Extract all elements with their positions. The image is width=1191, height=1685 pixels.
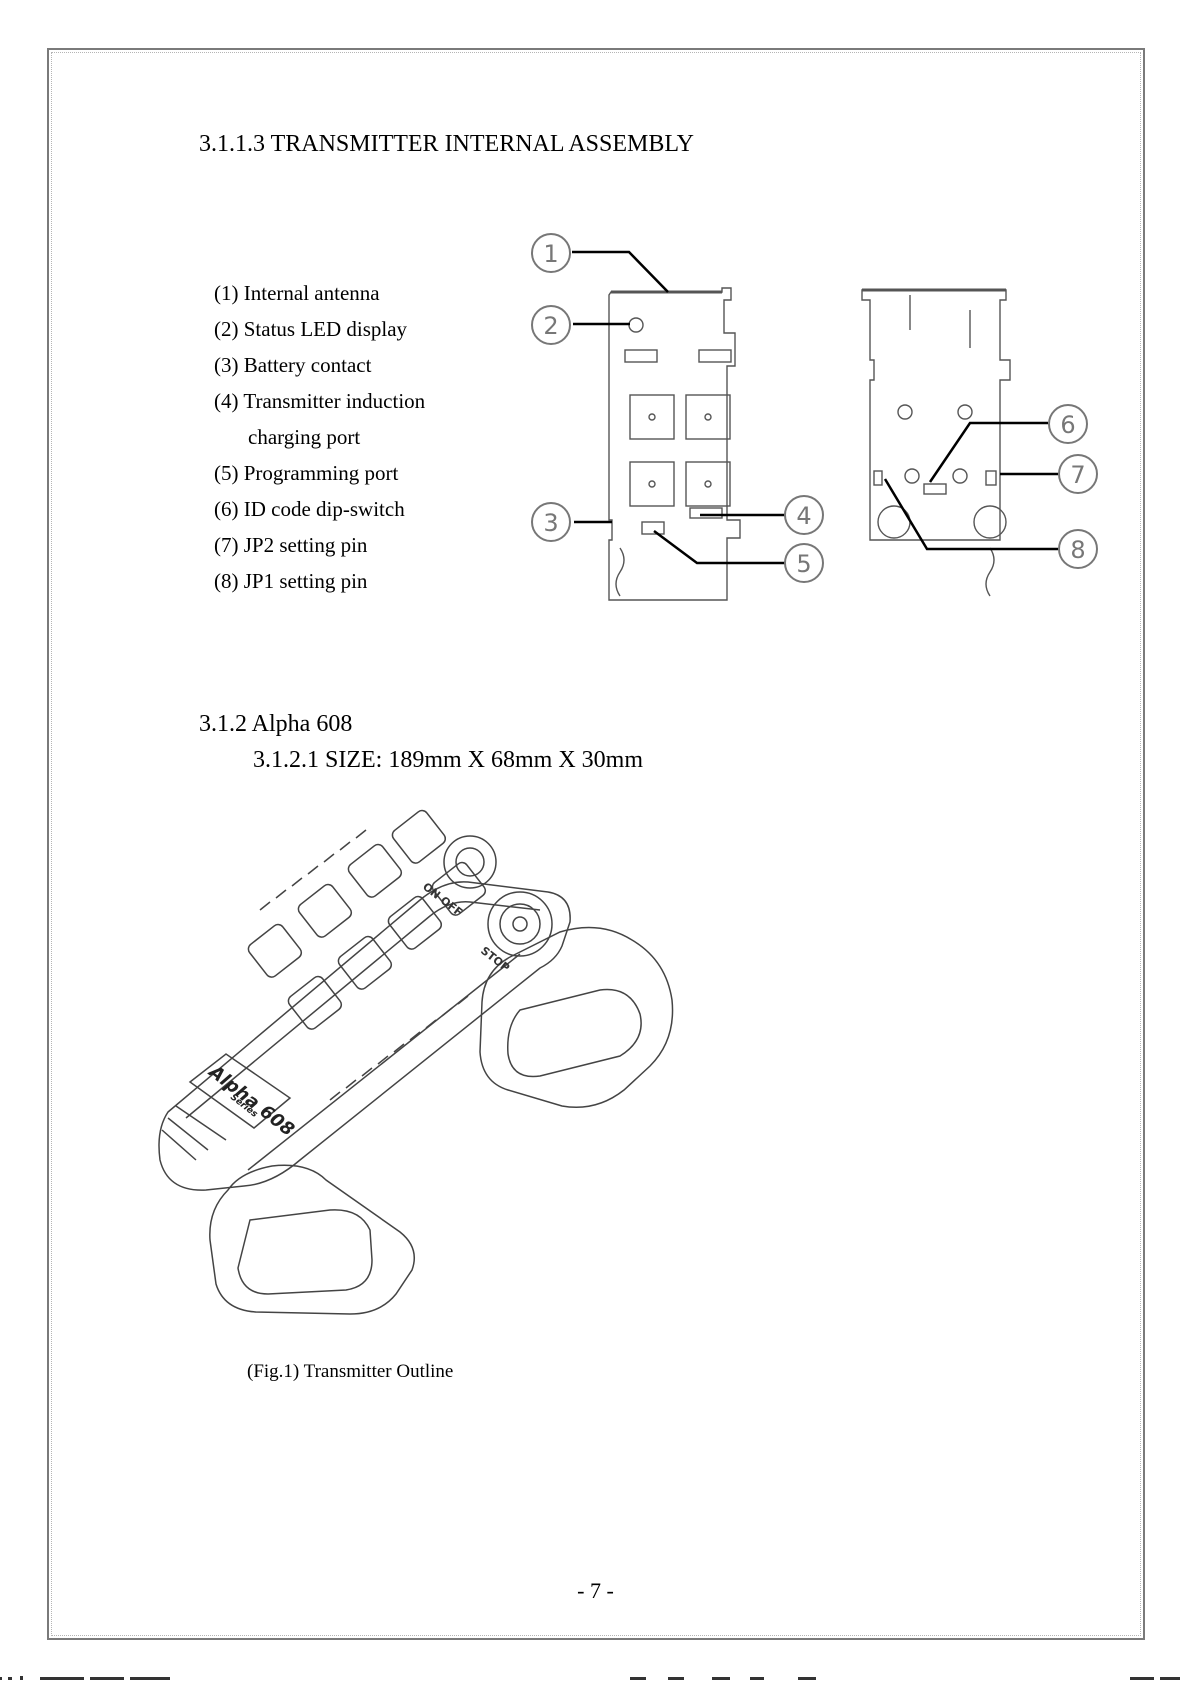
callout-number: 8 <box>1070 536 1085 564</box>
callout-8 <box>1058 529 1098 569</box>
callout-6 <box>1048 404 1088 444</box>
leader-line-8 <box>883 478 1058 551</box>
figure-caption: (Fig.1) Transmitter Outline <box>247 1361 454 1382</box>
legend-item: (3) Battery contact <box>214 353 372 377</box>
brand-plate <box>188 1053 292 1129</box>
legend-item: (7) JP2 setting pin <box>214 533 368 557</box>
callout-number: 1 <box>543 240 558 268</box>
leader-line-1 <box>572 250 669 293</box>
legend-item: (2) Status LED display <box>214 317 408 341</box>
size-spec: 3.1.2.1 SIZE: 189mm X 68mm X 30mm <box>253 747 643 773</box>
legend-item-continuation: charging port <box>248 425 361 449</box>
legend-item: (6) ID code dip-switch <box>214 497 405 521</box>
footer-scan-artifact <box>0 1676 1180 1680</box>
transmitter-body <box>158 881 571 1191</box>
callout-2 <box>531 305 571 345</box>
model-heading: 3.1.2 Alpha 608 <box>199 711 353 737</box>
legend-item: (4) Transmitter induction <box>214 389 426 413</box>
leader-line-6 <box>928 421 1048 483</box>
callout-4 <box>784 495 824 535</box>
callout-1 <box>531 233 571 273</box>
brand-label: Alpha 608 <box>203 1060 298 1140</box>
internal-assembly-diagram: 1 2 3 4 5 6 7 8 <box>531 233 1098 601</box>
front-circuit-board <box>608 287 741 601</box>
callout-number: 6 <box>1060 411 1075 439</box>
stop-label: STOP <box>478 944 512 974</box>
key-switch <box>443 835 497 889</box>
callout-5 <box>784 543 824 583</box>
back-circuit-board <box>861 289 1011 541</box>
callout-number: 3 <box>543 509 558 537</box>
transmitter-outline-drawing: ON OFF STOP Alpha 608 Series <box>158 809 674 1315</box>
page-border <box>47 48 1145 1640</box>
legend-item: (8) JP1 setting pin <box>214 569 368 593</box>
stop-knob <box>487 891 553 957</box>
belt-clip-bottom <box>209 1164 415 1315</box>
legend-item: (1) Internal antenna <box>214 281 380 305</box>
callout-7 <box>1058 454 1098 494</box>
callout-number: 2 <box>543 312 558 340</box>
callout-number: 7 <box>1070 461 1085 489</box>
belt-clip-right <box>479 926 674 1109</box>
leader-line-5 <box>653 529 785 565</box>
callout-3 <box>531 502 571 542</box>
callout-number: 4 <box>796 502 811 530</box>
page-number: - 7 - <box>577 1578 614 1603</box>
component-legend: (1) Internal antenna (2) Status LED disp… <box>214 275 425 599</box>
section-heading: 3.1.1.3 TRANSMITTER INTERNAL ASSEMBLY <box>199 131 694 157</box>
callout-number: 5 <box>796 550 811 578</box>
legend-item: (5) Programming port <box>214 461 399 485</box>
